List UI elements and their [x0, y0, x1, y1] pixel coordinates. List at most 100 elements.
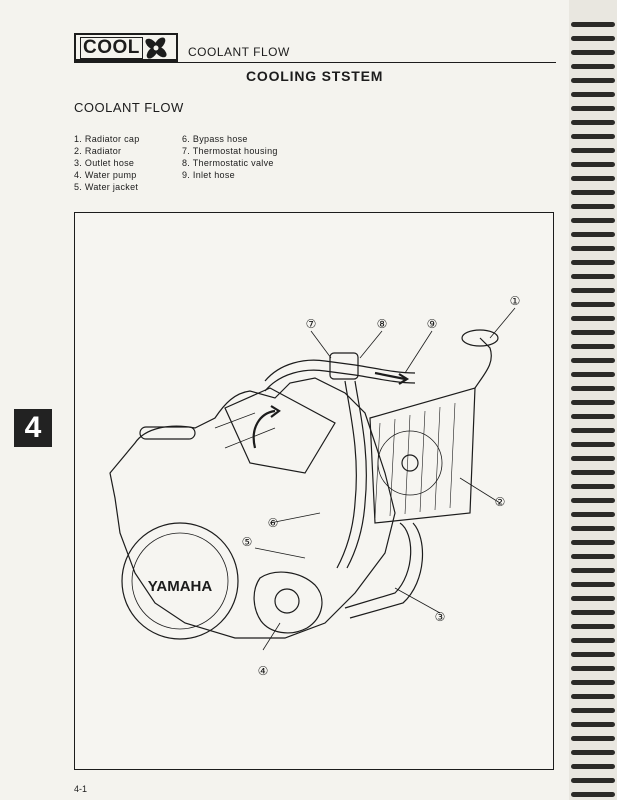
binding-coil: [571, 778, 615, 783]
binding-coil: [571, 624, 615, 629]
binding-coil: [571, 666, 615, 671]
binding-coil: [571, 540, 615, 545]
binding-coil: [571, 638, 615, 643]
binding-coil: [571, 428, 615, 433]
binding-coil: [571, 232, 615, 237]
legend-item: 1. Radiator cap: [74, 134, 140, 144]
radiator: [369, 387, 476, 524]
callout-4: ④: [258, 664, 269, 678]
binding-coil: [571, 722, 615, 727]
legend-item: 4. Water pump: [74, 170, 137, 180]
binding-coil: [571, 162, 615, 167]
flow-arrow: [374, 371, 406, 381]
binding-coil: [571, 526, 615, 531]
water-pump: [253, 571, 323, 634]
binding-coil: [571, 442, 615, 447]
binding-coil: [571, 50, 615, 55]
binding-coil: [571, 36, 615, 41]
binding-coil: [571, 190, 615, 195]
binding-coil: [571, 358, 615, 363]
binding-coil: [571, 386, 615, 391]
crankcase-cover: [121, 522, 239, 640]
callout-2: ②: [495, 495, 506, 509]
binding-coil: [571, 148, 615, 153]
binding-coil: [571, 498, 615, 503]
binding-coil: [571, 554, 615, 559]
fan-icon: [145, 37, 167, 59]
binding-coil: [571, 484, 615, 489]
chapter-tab: 4: [14, 409, 52, 447]
handlebar-stub: [139, 426, 196, 440]
engine-brand: YAMAHA: [148, 578, 213, 595]
callout-9: ⑨: [427, 317, 438, 331]
binding-coil: [571, 274, 615, 279]
binding-coil: [571, 470, 615, 475]
binding-coil: [571, 176, 615, 181]
binding-coil: [571, 120, 615, 125]
outlet-hose: [344, 522, 412, 609]
inlet-hose: [264, 359, 416, 382]
binding-coil: [571, 64, 615, 69]
legend-item: 3. Outlet hose: [74, 158, 135, 168]
binding-coil: [571, 260, 615, 265]
binding-coil: [571, 610, 615, 615]
section-icon-box: COOL: [74, 33, 178, 61]
binding-coil: [571, 134, 615, 139]
legend-left: 1. Radiator cap 2. Radiator 3. Outlet ho…: [74, 133, 140, 193]
subtitle: COOLANT FLOW: [74, 100, 184, 115]
flow-arrow: [252, 409, 276, 449]
binding-coil: [571, 246, 615, 251]
legend-item: 8. Thermostatic valve: [182, 158, 274, 168]
callout-7: ⑦: [306, 317, 317, 331]
binding-coil: [571, 204, 615, 209]
legend-item: 2. Radiator: [74, 146, 122, 156]
callout-5: ⑤: [242, 535, 253, 549]
callout-1: ①: [510, 294, 521, 308]
bypass-hose: [336, 380, 357, 569]
page-header: COOL COOLANT FLOW: [74, 33, 556, 63]
callout-8: ⑧: [377, 317, 388, 331]
binding-coil: [571, 694, 615, 699]
page-number: 4-1: [74, 784, 88, 794]
legend-item: 5. Water jacket: [74, 182, 139, 192]
binding-coil: [571, 414, 615, 419]
binding-coil: [571, 568, 615, 573]
binding-coil: [571, 22, 615, 27]
binding-coil: [571, 456, 615, 461]
radiator-cap: [461, 329, 499, 347]
section-icon-text: COOL: [80, 37, 143, 59]
binding-coil: [571, 288, 615, 293]
spiral-binding: [569, 0, 617, 800]
callout-3: ③: [435, 610, 446, 624]
binding-coil: [571, 218, 615, 223]
radiator-fan: [377, 430, 443, 496]
binding-coil: [571, 680, 615, 685]
binding-coil: [571, 652, 615, 657]
section-label: COOLANT FLOW: [188, 45, 290, 59]
binding-coil: [571, 764, 615, 769]
page-title: COOLING STSTEM: [246, 68, 384, 84]
binding-coil: [571, 78, 615, 83]
engine-diagram: ⑦ ⑧ ⑨ ① ② ③ ④ ⑤ ⑥ YAMAHA: [109, 294, 521, 678]
legend-item: 7. Thermostat housing: [182, 146, 278, 156]
binding-coil: [571, 106, 615, 111]
callout-6: ⑥: [268, 516, 279, 530]
cylinder-head: [224, 387, 336, 474]
legend-item: 9. Inlet hose: [182, 170, 235, 180]
radiator-cap-hose: [474, 337, 492, 389]
binding-coil: [571, 344, 615, 349]
thermostat-housing: [329, 352, 359, 380]
binding-coil: [571, 302, 615, 307]
binding-coil: [571, 330, 615, 335]
binding-coil: [571, 736, 615, 741]
legend-right: 6. Bypass hose 7. Thermostat housing 8. …: [182, 133, 278, 181]
binding-coil: [571, 596, 615, 601]
header-rule: [104, 62, 556, 63]
binding-coil: [571, 512, 615, 517]
engine-outline: [109, 377, 396, 639]
binding-coil: [571, 372, 615, 377]
binding-coil: [571, 792, 615, 797]
binding-coil: [571, 750, 615, 755]
binding-coil: [571, 582, 615, 587]
